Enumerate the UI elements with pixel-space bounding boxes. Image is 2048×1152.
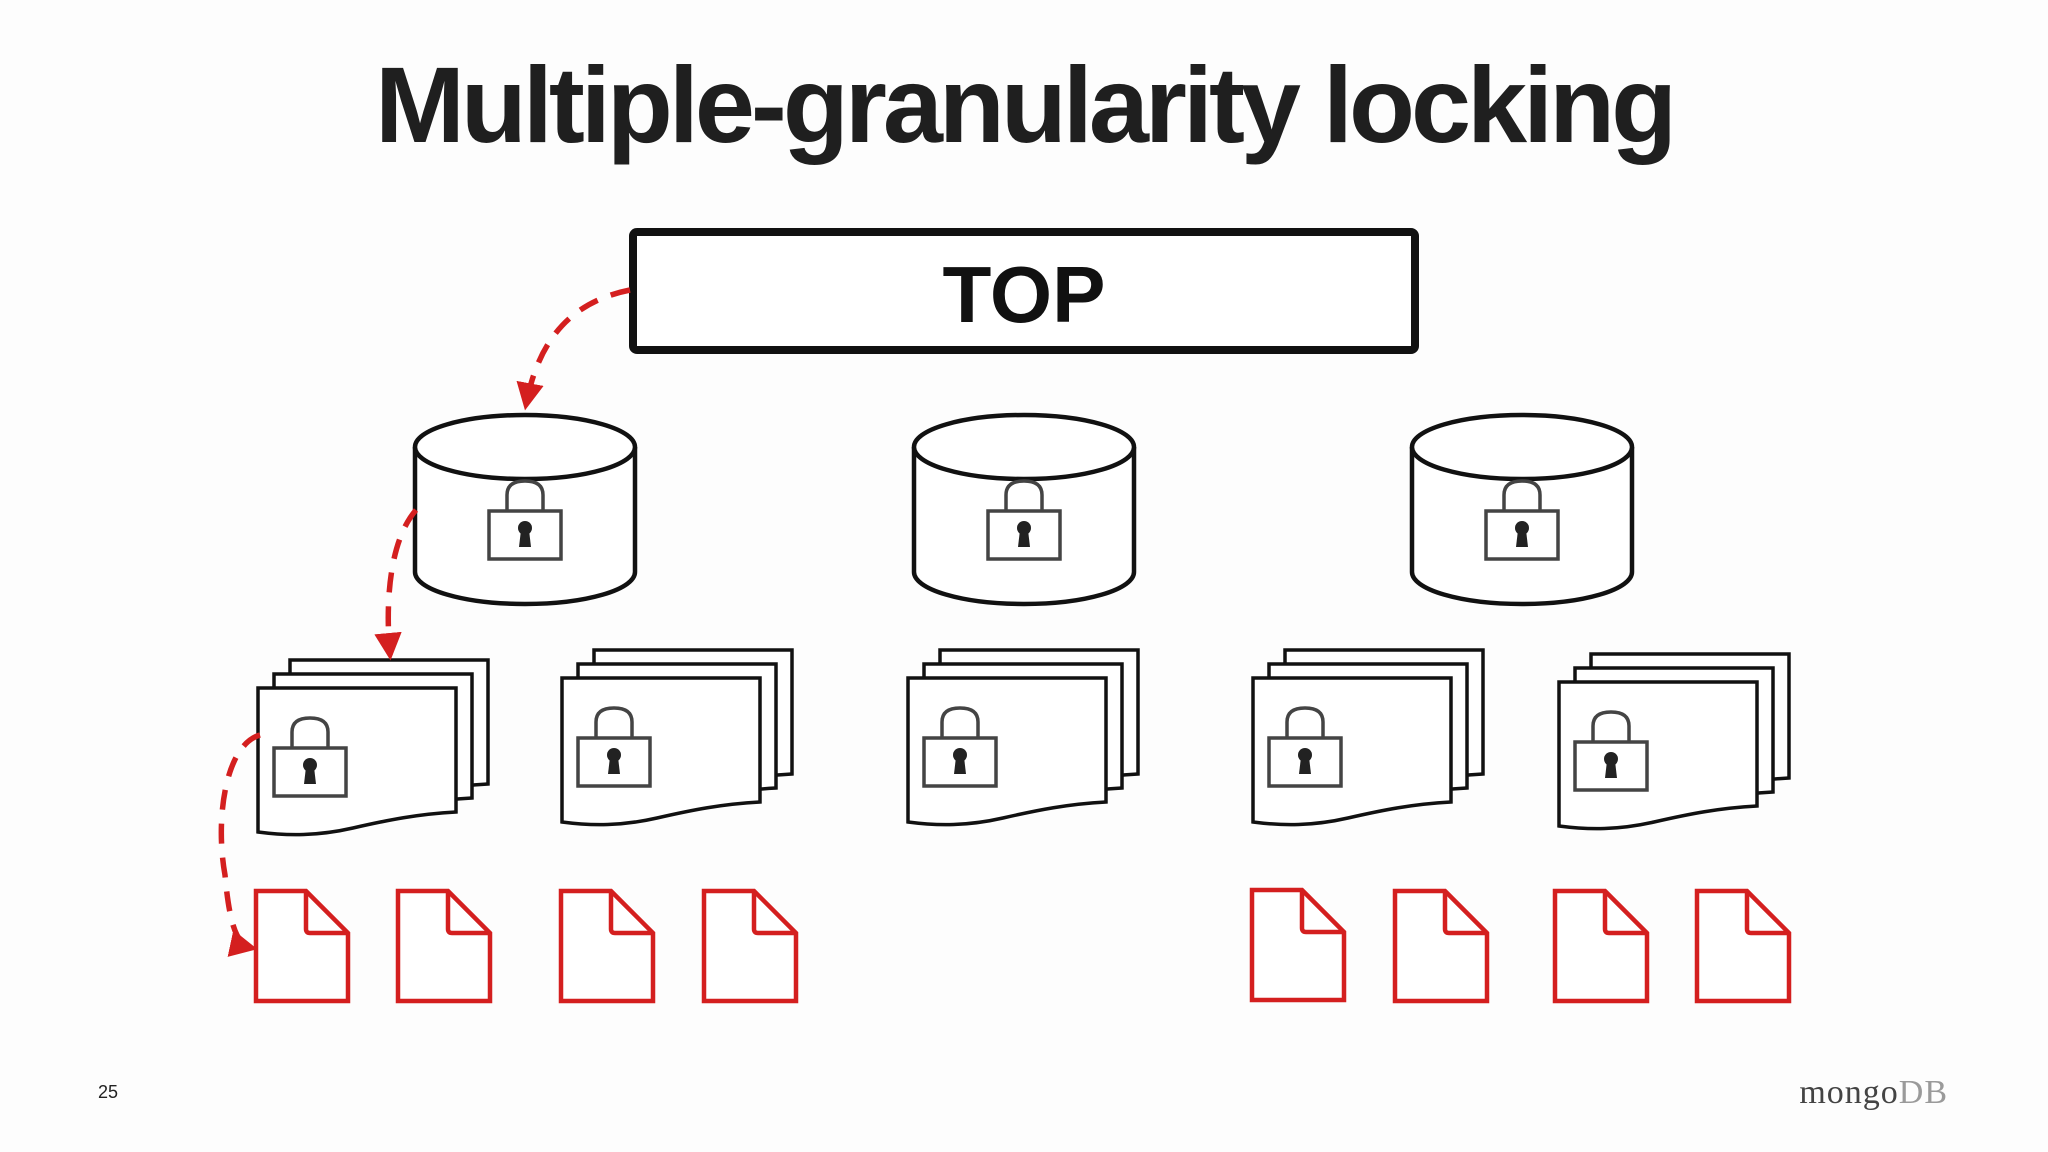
- top-node: TOP: [629, 228, 1419, 354]
- slide-title: Multiple-granularity locking: [374, 44, 1677, 165]
- database-icon: [911, 412, 1137, 607]
- document-icon: [1697, 891, 1789, 1001]
- lock-path-arrow: [374, 508, 419, 661]
- document-icon: [398, 891, 490, 1001]
- collection-icon: [1251, 648, 1485, 827]
- collection-icon: [906, 648, 1140, 827]
- lock-path-arrow: [516, 287, 631, 411]
- document-icon: [1252, 890, 1344, 1000]
- document-icon: [704, 891, 796, 1001]
- mongodb-logo: mongoDB: [1799, 1074, 1948, 1111]
- document-icon: [561, 891, 653, 1001]
- document-icon: [1395, 891, 1487, 1001]
- page-number: 25: [98, 1082, 119, 1102]
- document-icon: [256, 891, 348, 1001]
- collection-icon: [560, 648, 794, 827]
- database-icon: [1409, 412, 1635, 607]
- lock-path-arrow: [218, 732, 262, 957]
- database-icon: [412, 412, 638, 607]
- collection-icon: [1557, 652, 1791, 831]
- top-label: TOP: [942, 250, 1105, 339]
- collection-icon: [256, 658, 490, 837]
- document-icon: [1555, 891, 1647, 1001]
